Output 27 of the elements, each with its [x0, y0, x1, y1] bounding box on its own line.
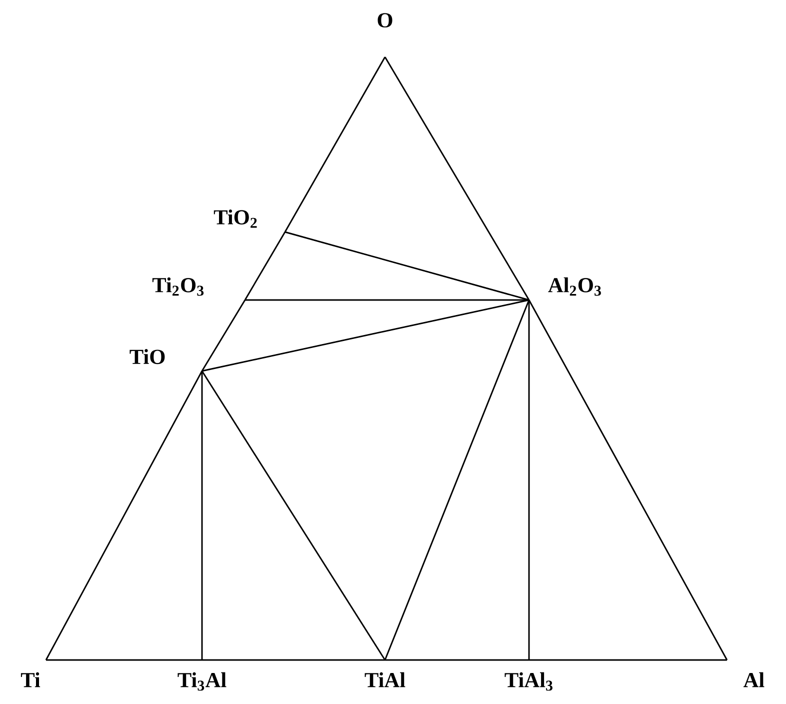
tie-line: [201, 300, 246, 372]
vertex-label: Ti$_{3}$Al: [178, 672, 226, 691]
vertex-label: TiO$_{2}$: [214, 209, 257, 228]
tie-line: [202, 659, 385, 661]
vertex-label: Al$_{2}$O$_{3}$: [548, 277, 601, 296]
vertex-label: Ti: [20, 672, 40, 688]
tie-line: [202, 299, 530, 372]
vertex-label: Al: [743, 672, 764, 688]
vertex-label: TiO: [130, 349, 165, 364]
tie-line: [384, 300, 530, 660]
tie-line: [284, 231, 530, 301]
tie-line: [45, 370, 203, 660]
tie-line: [385, 659, 529, 661]
vertex-label: Ti$_{2}$O$_{3}$: [152, 277, 204, 296]
tie-line: [201, 370, 386, 660]
tie-line: [284, 56, 386, 232]
tie-line: [201, 371, 203, 660]
vertex-label: TiAl$_{3}$: [504, 672, 552, 691]
tie-line: [244, 232, 286, 300]
tie-line: [529, 659, 727, 661]
tie-line: [46, 659, 202, 661]
vertex-label: TiAl: [364, 672, 406, 688]
tie-line: [384, 56, 530, 300]
tie-line: [245, 299, 529, 301]
tie-line: [528, 300, 728, 660]
vertex-label: O: [378, 13, 392, 28]
tie-line: [528, 300, 530, 660]
